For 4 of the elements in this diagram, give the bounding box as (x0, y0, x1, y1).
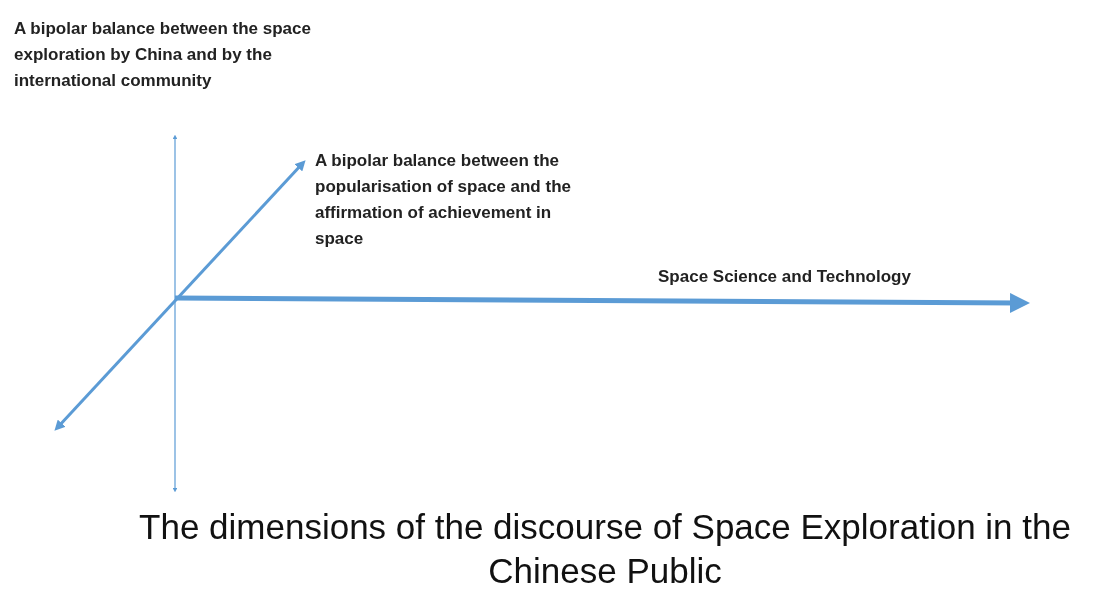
axis-label: A bipolar balance between the space exploration by China and by the international community (14, 18, 312, 92)
axis-label: A bipolar balance between the popularisation of space and the affirmation of achievement in space (315, 150, 572, 250)
axis-label: Space Science and Technology (658, 266, 912, 288)
caption: The dimensions of the discourse of Space Exploration in the Chinese Public (138, 506, 1072, 592)
